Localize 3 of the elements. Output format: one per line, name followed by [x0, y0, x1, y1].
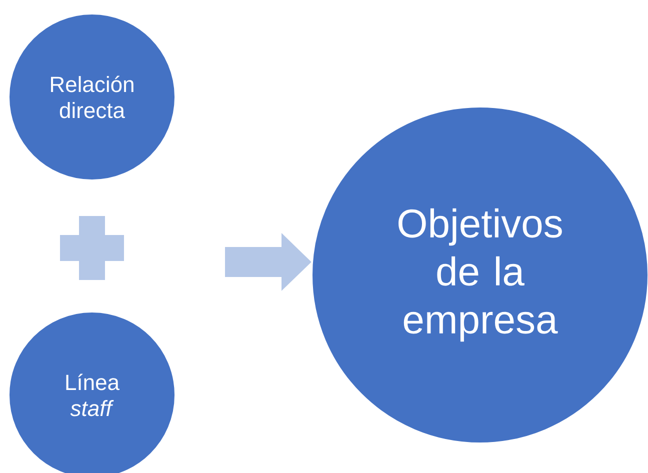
circle-node: Línea staff	[8, 312, 176, 473]
circle-node: Objetivos de la empresa	[312, 106, 648, 444]
circle-node: Relación directa	[8, 14, 176, 180]
